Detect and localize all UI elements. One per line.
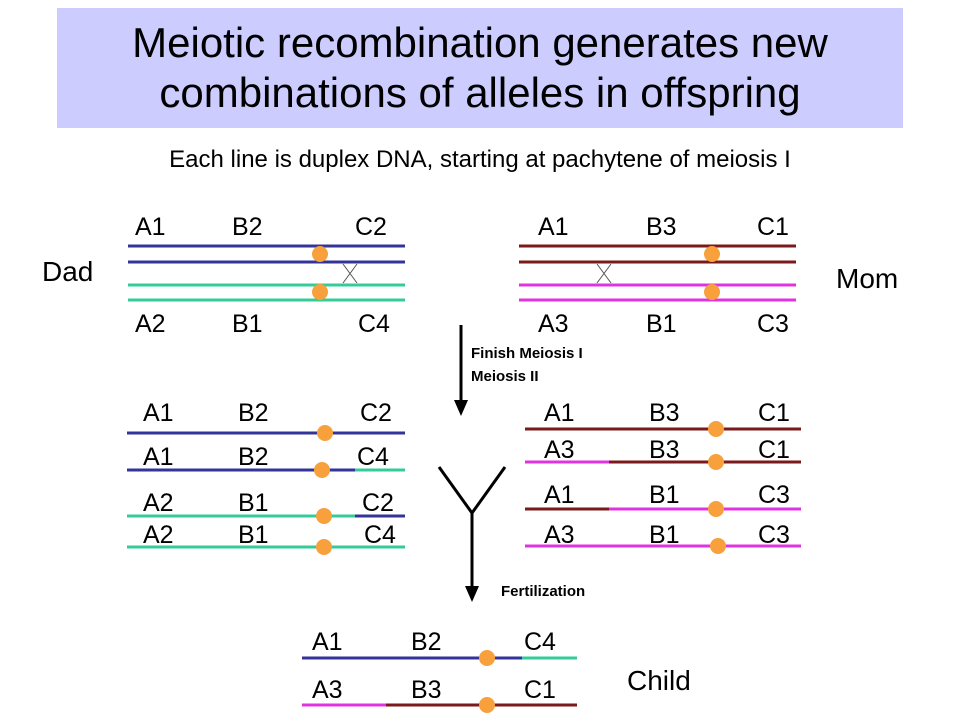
child-chromosome-1-centromere — [479, 650, 495, 666]
dad-gamete-4-allele-c: C4 — [364, 521, 396, 549]
dad-centromere-bottom — [312, 284, 328, 300]
dad-bivalent: A1 B2 C2 A2 B1 C4 — [128, 213, 405, 338]
meiosis-step-line-2: Meiosis II — [471, 368, 539, 385]
mom-top-allele-b: B3 — [646, 213, 677, 241]
mom-gamete-3: A1 B1 C3 — [525, 481, 801, 517]
page-title: Meiotic recombination generates new comb… — [57, 18, 903, 118]
mom-gamete-3-allele-b: B1 — [649, 481, 680, 509]
child-chromosome-2-allele-c: C1 — [524, 676, 556, 704]
dad-top-allele-c: C2 — [355, 213, 387, 241]
mom-gamete-2-allele-a: A3 — [544, 436, 575, 464]
mom-gamete-1-centromere — [708, 421, 724, 437]
dad-gamete-3-allele-c: C2 — [362, 489, 394, 517]
child-chromosome-2: A3 B3 C1 — [302, 676, 577, 713]
dad-centromere-top — [312, 246, 328, 262]
dad-gamete-1-centromere — [317, 425, 333, 441]
dad-crossover-mark — [342, 263, 358, 284]
mom-bottom-allele-b: B1 — [646, 310, 677, 338]
mom-gamete-3-allele-a: A1 — [544, 481, 575, 509]
dad-gamete-4-allele-a: A2 — [143, 521, 174, 549]
dad-gamete-3-centromere — [316, 508, 332, 524]
mom-gamete-2-allele-b: B3 — [649, 436, 680, 464]
subtitle: Each line is duplex DNA, starting at pac… — [169, 146, 791, 173]
dad-gamete-2-centromere — [314, 462, 330, 478]
mom-label: Mom — [836, 263, 898, 294]
mom-centromere-top — [704, 246, 720, 262]
dad-bottom-allele-c: C4 — [358, 310, 390, 338]
mom-bottom-allele-c: C3 — [757, 310, 789, 338]
child-chromosome-2-allele-a: A3 — [312, 676, 343, 704]
child-chromosome-1-allele-a: A1 — [312, 628, 343, 656]
mom-gamete-3-centromere — [708, 501, 724, 517]
mom-gamete-2: A3 B3 C1 — [525, 436, 801, 470]
dad-top-allele-b: B2 — [232, 213, 263, 241]
meiosis-step-line-1: Finish Meiosis I — [471, 345, 583, 362]
mom-gamete-1-allele-c: C1 — [758, 399, 790, 427]
fertilization-arrow — [437, 466, 507, 602]
title-line-1: Meiotic recombination generates new — [132, 19, 828, 66]
dad-gamete-3: A2 B1 C2 — [127, 489, 405, 524]
mom-gamete-4-centromere — [710, 538, 726, 554]
dad-gamete-2-allele-a: A1 — [143, 443, 174, 471]
dad-bottom-allele-b: B1 — [232, 310, 263, 338]
mom-gamete-2-allele-c: C1 — [758, 436, 790, 464]
title-line-2: combinations of alleles in offspring — [159, 69, 801, 116]
mom-top-allele-c: C1 — [757, 213, 789, 241]
dad-gamete-2-allele-c: C4 — [357, 443, 389, 471]
dad-gamete-1-allele-c: C2 — [360, 399, 392, 427]
mom-gamete-4: A3 B1 C3 — [525, 521, 801, 554]
dad-gamete-4-centromere — [316, 539, 332, 555]
child-chromosome-2-centromere — [479, 697, 495, 713]
child-chromosome-1-allele-c: C4 — [524, 628, 556, 656]
dad-top-allele-a: A1 — [135, 213, 166, 241]
mom-crossover-mark — [596, 263, 612, 284]
mom-gamete-4-allele-a: A3 — [544, 521, 575, 549]
dad-gamete-2-allele-b: B2 — [238, 443, 269, 471]
mom-gamete-4-allele-c: C3 — [758, 521, 790, 549]
child-chromosome-2-allele-b: B3 — [411, 676, 442, 704]
mom-centromere-bottom — [704, 284, 720, 300]
dad-gamete-3-allele-a: A2 — [143, 489, 174, 517]
mom-top-allele-a: A1 — [538, 213, 569, 241]
dad-gamete-1-allele-a: A1 — [143, 399, 174, 427]
mom-bivalent: A1 B3 C1 A3 B1 C3 — [519, 213, 796, 338]
title-banner: Meiotic recombination generates new comb… — [57, 8, 903, 128]
child-label: Child — [627, 665, 691, 696]
dad-gamete-4-allele-b: B1 — [238, 521, 269, 549]
dad-gamete-2: A1 B2 C4 — [127, 443, 405, 478]
mom-gamete-3-allele-c: C3 — [758, 481, 790, 509]
mom-gamete-1-allele-a: A1 — [544, 399, 575, 427]
mom-gamete-4-allele-b: B1 — [649, 521, 680, 549]
child-chromosome-1-allele-b: B2 — [411, 628, 442, 656]
mom-gamete-1: A1 B3 C1 — [525, 399, 801, 437]
dad-gamete-1: A1 B2 C2 — [127, 399, 405, 441]
mom-gamete-2-centromere — [708, 454, 724, 470]
dad-gamete-3-allele-b: B1 — [238, 489, 269, 517]
mom-bottom-allele-a: A3 — [538, 310, 569, 338]
dad-gamete-1-allele-b: B2 — [238, 399, 269, 427]
child-chromosome-1: A1 B2 C4 — [302, 628, 577, 666]
mom-gamete-1-allele-b: B3 — [649, 399, 680, 427]
meiosis-arrow — [454, 325, 468, 416]
dad-gamete-4: A2 B1 C4 — [127, 521, 405, 555]
dad-label: Dad — [42, 256, 93, 287]
fertilization-label: Fertilization — [501, 583, 585, 600]
dad-bottom-allele-a: A2 — [135, 310, 166, 338]
